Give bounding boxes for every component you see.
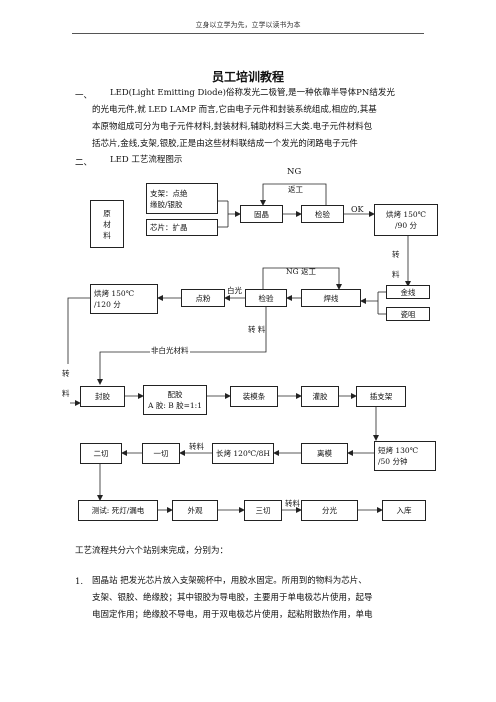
gold-wire-box: 金线 (386, 285, 430, 299)
section2-label: LED 工艺流程图示 (110, 155, 183, 165)
porcelain-box: 瓷咀 (386, 307, 430, 321)
bake-box-1: 烘烤 150℃ /90 分 (374, 204, 438, 236)
label-transfer-left: 转 料 (62, 364, 70, 404)
mix-glue-box: 配胶 A 胶: B 胶=1:1 (143, 385, 207, 415)
label-rework-top: 返工 (288, 185, 303, 194)
page-title: 员工培训教程 (211, 70, 284, 84)
wire-bond-box: 焊线 (301, 289, 361, 307)
pour-glue-box: 灌胶 (301, 386, 339, 407)
dispense-box: 点粉 (181, 289, 225, 307)
die-bond-box: 固晶 (240, 205, 283, 223)
cut-1-box: 一切 (142, 443, 180, 464)
item1-number: 1. (75, 577, 84, 587)
page-header: 立身以立学为先，立学以读书为本 (195, 21, 301, 29)
section2-number: 二、 (75, 158, 93, 168)
intro-number: 一、 (75, 91, 93, 101)
inspect-box-2: 检验 (245, 289, 287, 307)
item1-line-2: 支架、银胶、绝缘胶；其中银胶为导电胶，主要用于单电极芯片使用，起导 (92, 593, 373, 603)
raw-material-box: 原 材 料 (90, 200, 124, 248)
item1-line-3: 电固定作用；绝缘胶不导电，用于双电极芯片使用，起粘附散热作用，单电 (92, 610, 373, 620)
cut-3-box: 三切 (244, 500, 282, 521)
label-transfer-row5: 转料 (285, 499, 300, 508)
chip-box: 芯片：扩晶 (146, 219, 218, 236)
intro-line-4: 括芯片,金线,支架,银胶,正是由这些材料联结成一个发光的闭路电子元件 (92, 139, 358, 149)
label-white-light: 白光 (227, 286, 242, 295)
test-box: 测试: 死灯/漏电 (78, 500, 158, 521)
intro-line-3: 本原物组成可分为电子元件材料,封装材料,辅助材料三大类.电子元件材料包 (92, 122, 373, 132)
cut-2-box: 二切 (80, 443, 122, 464)
label-transfer-right: 转 料 (392, 250, 400, 279)
bracket-box: 支架：点绝 缘胶/银胶 (146, 183, 218, 214)
item1-line-1: 固晶站 把发光芯片放入支架碗杯中，用胶水固定。所用到的物料为芯片、 (92, 576, 367, 586)
label-transfer-mid: 转 料 (248, 325, 266, 334)
intro-line-1: LED(Light Emitting Diode)俗称发光二极管,是一种依靠半导… (110, 88, 395, 98)
label-non-white: 非白光材料 (150, 345, 190, 356)
inspect-box-1: 检验 (301, 205, 344, 223)
mold-strip-box: 装模条 (230, 386, 278, 407)
header-divider (72, 33, 424, 34)
long-bake-box: 长烤 120℃/8H (212, 443, 274, 464)
intro-line-2: 的光电元件,就 LED LAMP 而言,它由电子元件和封装系统组成,相应的,其基 (92, 105, 377, 115)
insert-bracket-box: 插支架 (356, 386, 406, 407)
short-bake-box: 短烤 130℃ /50 分钟 (374, 441, 436, 471)
appearance-box: 外观 (172, 500, 218, 521)
encap-box: 封胶 (80, 386, 125, 407)
sorting-box: 分光 (301, 500, 358, 521)
bake-box-2: 烘烤 150℃ /120 分 (90, 284, 158, 314)
label-ng-rework: NG 返工 (286, 267, 316, 276)
label-ng-top: NG (287, 167, 302, 177)
label-transfer-row4: 转料 (189, 442, 204, 451)
summary-line: 工艺流程共分六个站别来完成，分别为： (75, 546, 229, 556)
label-ok: OK (351, 205, 364, 214)
storage-box: 入库 (382, 500, 426, 521)
demold-box: 离模 (301, 443, 348, 464)
